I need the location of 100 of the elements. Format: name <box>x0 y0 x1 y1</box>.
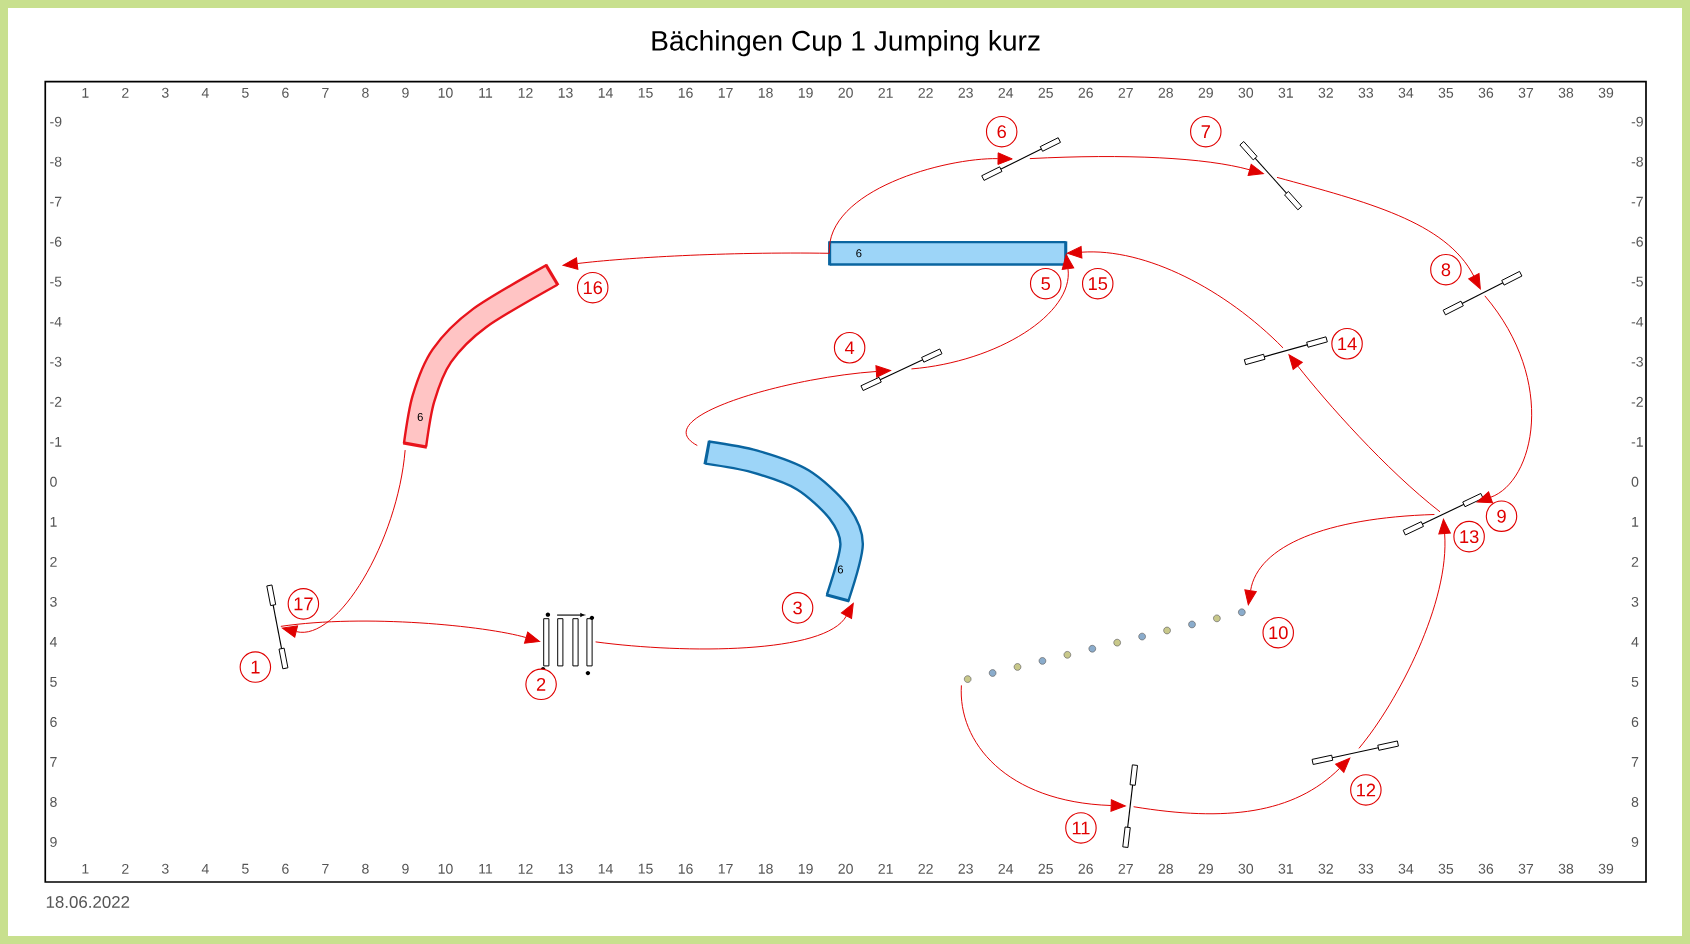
grid-number: 16 <box>678 863 693 874</box>
grid-number: -1 <box>50 436 62 447</box>
grid-number: 32 <box>1318 87 1333 98</box>
grid-number: 31 <box>1278 863 1293 874</box>
grid-number: 11 <box>479 863 493 874</box>
grid-number: 29 <box>1198 87 1213 98</box>
grid-number: -6 <box>1631 236 1643 247</box>
grid-number: 23 <box>958 863 973 874</box>
grid-number: 9 <box>402 87 409 98</box>
grid-number: 0 <box>50 476 57 487</box>
course-path <box>1476 295 1532 504</box>
grid-number: 25 <box>1038 863 1053 874</box>
tunnel: 6 <box>828 240 1068 266</box>
grid-number: 39 <box>1598 87 1614 98</box>
grid-number: 4 <box>49 637 57 647</box>
grid-number: 11 <box>479 88 493 98</box>
course-path <box>1066 245 1284 349</box>
course-path <box>562 252 830 270</box>
grid-number: -1 <box>1631 436 1643 447</box>
grid-number: 31 <box>1278 87 1293 98</box>
grid-number: 16 <box>678 87 693 98</box>
grid-number: 33 <box>1358 863 1374 874</box>
grid-number: 19 <box>798 87 813 98</box>
grid-number: 22 <box>918 863 933 874</box>
weave-poles-drawing <box>963 608 1246 683</box>
grid-number: 28 <box>1158 87 1173 98</box>
hurdle <box>266 584 289 670</box>
grid-number: 13 <box>558 863 573 874</box>
grid-number: 20 <box>838 87 853 98</box>
grid-number: 10 <box>438 87 453 98</box>
course-path <box>685 365 891 446</box>
grid-number: 32 <box>1318 863 1333 874</box>
grid-number: 35 <box>1438 863 1454 874</box>
date-label: 18.06.2022 <box>46 896 130 908</box>
grid-number: 0 <box>1631 476 1639 487</box>
spread-jump-drawing <box>540 612 595 676</box>
grid-number: -8 <box>1631 156 1643 167</box>
grid-number: -6 <box>50 236 62 247</box>
grid-number: 37 <box>1518 863 1534 874</box>
grid-number: -2 <box>1631 396 1643 407</box>
grid-number: 4 <box>201 863 209 874</box>
grid-number: 5 <box>242 87 249 98</box>
grid-number: 6 <box>1631 716 1639 727</box>
grid-number: -5 <box>1631 276 1643 287</box>
grid-number: 12 <box>518 863 533 874</box>
grid-number: 3 <box>1631 596 1639 607</box>
grid-number: 26 <box>1078 87 1093 98</box>
course-path <box>1244 514 1435 606</box>
grid-number: -3 <box>50 356 62 367</box>
grid-number: 34 <box>1398 87 1414 98</box>
grid-number: 15 <box>638 863 653 874</box>
course-path <box>1358 518 1451 749</box>
grid-number: 6 <box>282 87 289 98</box>
grid-number: -3 <box>1631 356 1643 367</box>
grid-number: 14 <box>598 863 613 874</box>
grid-number: 24 <box>998 863 1014 874</box>
grid-number: 36 <box>1478 863 1494 874</box>
grid-number: 6 <box>282 863 289 874</box>
grid-number: -7 <box>1631 196 1643 207</box>
grid-number: -9 <box>50 116 62 127</box>
grid-number: 9 <box>402 863 409 874</box>
grid-number: 7 <box>322 863 329 874</box>
grid-number: 18 <box>758 863 773 874</box>
grid-number: 23 <box>958 87 973 98</box>
grid-number: 26 <box>1078 863 1093 874</box>
grid-number: 7 <box>1631 757 1639 767</box>
grid-number: 27 <box>1118 863 1133 874</box>
grid-number: 21 <box>878 87 893 98</box>
grid-number: 5 <box>242 863 249 874</box>
grid-number: -2 <box>50 396 62 407</box>
hurdle <box>860 348 943 391</box>
grid-number: 37 <box>1518 87 1534 98</box>
course-path <box>280 620 541 644</box>
grid-number: 2 <box>50 556 57 567</box>
grid-number: 6 <box>50 716 57 727</box>
grid-number: 8 <box>1631 797 1639 807</box>
grid-number: -9 <box>1631 116 1643 127</box>
grid-number: 12 <box>518 87 533 98</box>
course-path <box>828 152 1013 254</box>
grid-number: 1 <box>82 863 89 874</box>
grid-number: 8 <box>50 797 57 807</box>
grid-number: 30 <box>1238 863 1254 874</box>
course-path <box>595 602 854 650</box>
grid-number: -7 <box>50 196 62 207</box>
grid-number: 8 <box>362 87 369 98</box>
grid-number: -5 <box>50 276 62 287</box>
grid-number: -4 <box>1631 316 1644 327</box>
grid-number: 3 <box>161 87 169 98</box>
course-path <box>1029 156 1264 176</box>
grid-number: 1 <box>50 517 57 527</box>
grid-number: 17 <box>718 863 733 874</box>
grid-number: 9 <box>50 837 57 847</box>
grid-number: 2 <box>122 87 129 98</box>
title: Bächingen Cup 1 Jumping kurz <box>652 30 1040 57</box>
grid-number: 1 <box>82 88 89 98</box>
grid-number: 38 <box>1558 87 1574 98</box>
course-path <box>281 449 406 638</box>
grid-number: 2 <box>1631 556 1639 567</box>
grid-number: 1 <box>1632 517 1639 527</box>
grid-number: 24 <box>998 87 1014 98</box>
